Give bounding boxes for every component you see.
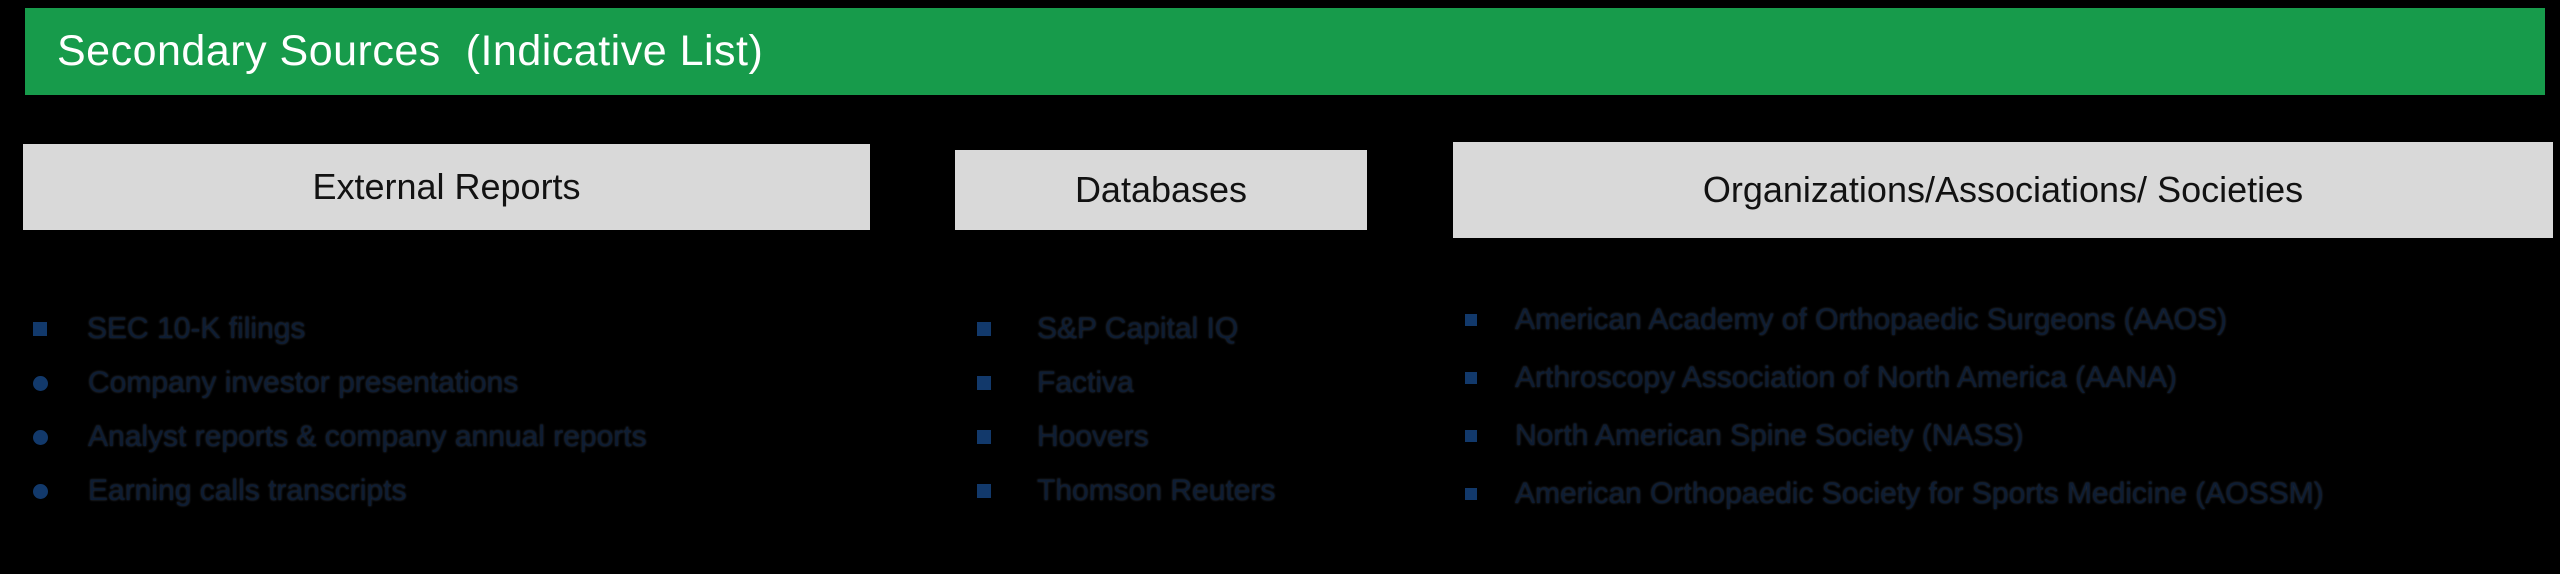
list-item: S&P Capital IQ <box>977 302 1275 356</box>
list-item-text: Arthroscopy Association of North America… <box>1515 361 2177 394</box>
databases-list: S&P Capital IQ Factiva Hoovers Thomson R… <box>977 302 1275 518</box>
square-bullet-icon <box>977 484 991 498</box>
circle-bullet-icon <box>33 483 48 499</box>
section-header-label: Organizations/Associations/ Societies <box>1702 169 2304 210</box>
square-bullet-icon <box>1465 314 1477 326</box>
list-item-text: American Orthopaedic Society for Sports … <box>1515 477 2324 510</box>
title-bar: Secondary Sources (Indicative List) <box>25 8 2545 95</box>
external-reports-list: SEC 10-K filings Company investor presen… <box>33 302 647 518</box>
list-item: Hoovers <box>977 410 1275 464</box>
list-item: American Academy of Orthopaedic Surgeons… <box>1465 291 2324 349</box>
section-header-databases: Databases <box>955 150 1367 230</box>
list-item-text: S&P Capital IQ <box>1037 312 1239 345</box>
list-item: North American Spine Society (NASS) <box>1465 407 2324 465</box>
circle-bullet-icon <box>33 375 48 391</box>
section-header-organizations: Organizations/Associations/ Societies <box>1453 142 2553 238</box>
list-item-text: North American Spine Society (NASS) <box>1515 419 2024 452</box>
list-item: American Orthopaedic Society for Sports … <box>1465 465 2324 523</box>
square-bullet-icon <box>977 376 991 390</box>
section-header-external-reports: External Reports <box>23 144 870 230</box>
section-header-label: External Reports <box>312 166 581 207</box>
square-bullet-icon <box>1465 430 1477 442</box>
list-item: Earning calls transcripts <box>33 464 647 518</box>
list-item-text: Hoovers <box>1037 420 1149 453</box>
section-header-label: Databases <box>1074 169 1248 210</box>
list-item-text: Thomson Reuters <box>1037 474 1276 507</box>
square-bullet-icon <box>1465 372 1477 384</box>
list-item-text: American Academy of Orthopaedic Surgeons… <box>1515 303 2228 336</box>
list-item: Thomson Reuters <box>977 464 1275 518</box>
square-bullet-icon <box>1465 488 1477 500</box>
list-item: Factiva <box>977 356 1275 410</box>
circle-bullet-icon <box>33 429 48 445</box>
square-bullet-icon <box>977 430 991 444</box>
list-item-text: SEC 10-K filings <box>87 312 306 345</box>
list-item: Company investor presentations <box>33 356 647 410</box>
organizations-list: American Academy of Orthopaedic Surgeons… <box>1465 291 2324 523</box>
page-title: Secondary Sources (Indicative List) <box>57 27 764 75</box>
list-item: SEC 10-K filings <box>33 302 647 356</box>
list-item-text: Factiva <box>1037 366 1134 399</box>
square-bullet-icon <box>977 322 991 336</box>
list-item: Analyst reports & company annual reports <box>33 410 647 464</box>
list-item-text: Earning calls transcripts <box>88 474 407 507</box>
list-item-text: Analyst reports & company annual reports <box>88 420 647 453</box>
square-bullet-icon <box>33 322 47 336</box>
list-item: Arthroscopy Association of North America… <box>1465 349 2324 407</box>
list-item-text: Company investor presentations <box>88 366 519 399</box>
